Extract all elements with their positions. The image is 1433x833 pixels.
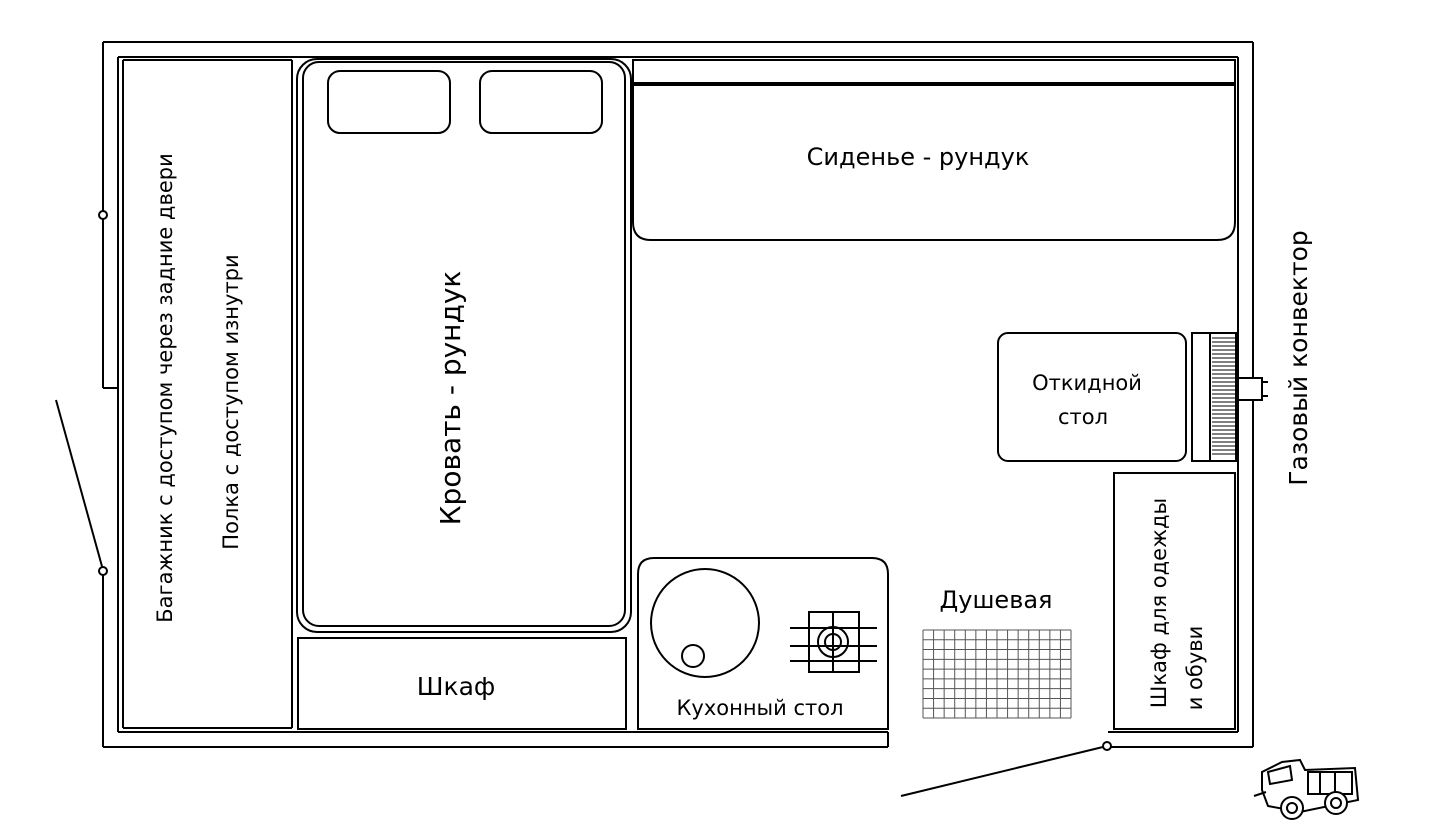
truck-logo-icon <box>1253 758 1360 820</box>
seat-chest <box>632 59 1236 241</box>
wardrobe-label-line2: и обуви <box>1183 626 1207 711</box>
cabinet-label: Шкаф <box>417 672 496 701</box>
trunk-compartment <box>122 59 293 729</box>
wardrobe <box>1113 472 1236 730</box>
kitchen-counter <box>637 557 889 730</box>
folding-table <box>997 332 1187 462</box>
table-label-line1: Откидной <box>1032 371 1142 395</box>
shelf-label: Полка с доступом изнутри <box>219 254 243 549</box>
seat-label: Сиденье - рундук <box>807 143 1030 171</box>
bed-label: Кровать - рундук <box>434 271 467 526</box>
wardrobe-label-line1: Шкаф для одежды <box>1147 498 1171 708</box>
heater-label: Газовый конвектор <box>1284 230 1313 486</box>
cabinet <box>297 637 627 730</box>
shower-label: Душевая <box>940 586 1053 614</box>
bed <box>296 58 632 633</box>
trunk-label: Багажник с доступом через задние двери <box>153 153 177 622</box>
stove-burner-icon <box>790 611 877 673</box>
heater-vent <box>1237 377 1263 401</box>
sink-icon <box>650 568 760 678</box>
rear-door <box>55 210 108 576</box>
gas-heater <box>1191 332 1268 462</box>
heater-fins <box>1212 337 1235 455</box>
pillow-left <box>327 70 451 134</box>
table-label-line2: стол <box>1058 405 1108 429</box>
shower-drain-grid <box>922 629 1072 719</box>
side-door <box>900 741 1112 797</box>
pillow-right <box>479 70 603 134</box>
kitchen-label: Кухонный стол <box>676 696 843 720</box>
